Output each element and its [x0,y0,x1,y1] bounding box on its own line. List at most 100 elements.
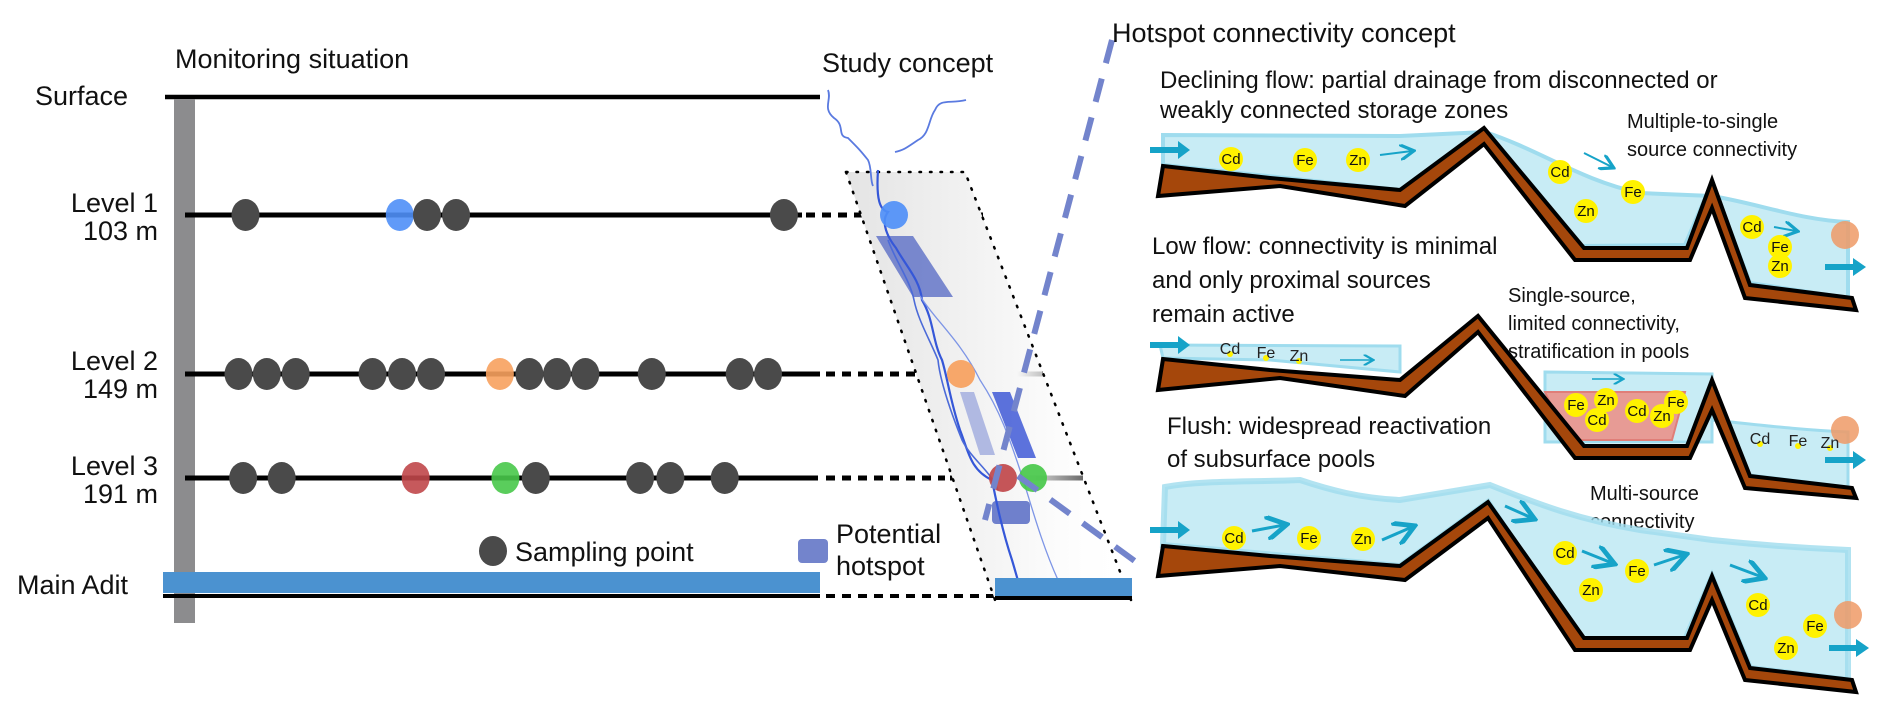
sampling-point-dark [754,358,783,390]
declining-note-2: source connectivity [1627,139,1797,161]
hotspot-panel: Hotspot connectivity concept Declining f… [1112,18,1869,695]
element-dot-cd [1625,399,1649,423]
element-dot-zn [1579,578,1603,602]
low-note-1: Single-source, [1508,285,1636,307]
declining-arrow-1 [1379,151,1412,155]
sampling-point-dark [252,358,281,390]
element-label-cd: Cd [1587,412,1606,429]
element-label-cd: Cd [1221,151,1240,168]
sampling-point-dark [358,358,387,390]
declining-caption-1: Declining flow: partial drainage from di… [1160,67,1718,94]
level-3-depth: 191 m [83,479,158,509]
level-3-label: Level 3 [71,451,158,481]
study-level-1-blue-point [880,201,908,229]
element-dot-fe [1768,235,1792,259]
element-dot-cd [1746,593,1770,617]
element-dot-zn [1574,199,1598,223]
flush-arrow-2 [1381,527,1412,540]
sampling-point-dark [515,358,544,390]
element-dot-cd [1740,215,1764,239]
declining-outflow-dot [1831,221,1859,249]
element-dot-zn [1768,254,1792,278]
sampling-point-dark [224,358,253,390]
declining-outflow-arrowhead [1853,258,1866,276]
low-caption-3: remain active [1152,301,1295,328]
main-adit-bar [163,572,820,593]
element-label-zn: Zn [1290,348,1309,365]
low-rock [1155,313,1860,501]
element-label-zn: Zn [1821,435,1840,452]
element-dot-fe [1795,443,1801,449]
declining-arrow-3 [1773,227,1796,231]
flush-caption-2: of subsurface pools [1167,446,1375,473]
element-label-cd: Cd [1550,164,1569,181]
flush-arrow-1 [1251,525,1284,531]
sampling-point-dark [417,358,445,390]
study-area-outline-left [844,170,997,602]
sampling-point-orange [485,358,514,390]
sampling-point-dark [231,199,260,231]
element-label-zn: Zn [1771,258,1789,275]
declining-rock [1155,125,1859,313]
zoom-connector-upper [982,39,1115,521]
hotspot-2b [992,392,1036,458]
element-label-cd: Cd [1220,341,1240,358]
sampling-point-dark [656,462,685,494]
low-note-2: limited connectivity, [1508,313,1680,335]
element-dot-zn [1774,636,1798,660]
monitoring-panel: Monitoring situation Surface Level 1 103… [17,44,1083,623]
element-label-cd: Cd [1750,431,1770,448]
element-label-fe: Fe [1789,433,1808,450]
level-1-label: Level 1 [71,188,158,218]
declining-inflow-arrowhead [1178,141,1190,159]
flush-outflow-dot [1834,601,1862,629]
element-label-zn: Zn [1349,152,1367,169]
legend-sampling-point-label: Sampling point [515,537,694,567]
low-outflow-dot [1831,416,1859,444]
study-adit-bar [995,578,1132,598]
element-dot-cd [1227,351,1233,357]
panel-declining-flow: Declining flow: partial drainage from di… [1150,67,1866,313]
element-dot-fe [1664,390,1688,414]
low-caption-1: Low flow: connectivity is minimal [1152,233,1497,260]
level-2-depth: 149 m [83,374,158,404]
level-2-points [224,358,783,390]
panel-flush: Flush: widespread reactivation of subsur… [1150,413,1869,695]
element-label-fe: Fe [1300,530,1318,547]
element-label-zn: Zn [1354,531,1372,548]
legend-sampling-point-icon [479,536,507,566]
element-label-fe: Fe [1667,394,1685,411]
study-title: Study concept [822,48,994,78]
hotspot-2a [960,392,995,455]
stream-branch-a [887,239,999,491]
flush-arrow-4 [1581,551,1612,563]
sampling-point-dark [725,358,754,390]
element-dot-fe [1564,393,1588,417]
element-label-fe: Fe [1567,397,1585,414]
element-label-cd: Cd [1742,219,1761,236]
element-dot-zn [1594,388,1618,412]
element-dot-fe [1803,614,1827,638]
element-dot-cd [1585,408,1609,432]
element-dot-fe [1297,526,1321,550]
sampling-point-dark [281,358,310,390]
declining-note-1: Multiple-to-single [1627,111,1778,133]
main-adit-label: Main Adit [17,570,129,600]
sampling-point-green [491,462,520,494]
element-label-cd: Cd [1748,597,1767,614]
level-2-label: Level 2 [71,346,158,376]
legend-hotspot-icon [798,539,828,563]
low-inflow-arrowhead [1178,336,1190,354]
legend-hotspot-label-2: hotspot [836,551,925,581]
sampling-point-dark [413,199,441,231]
flush-caption-1: Flush: widespread reactivation [1167,413,1491,440]
sampling-point-dark [267,462,296,494]
flush-inflow-arrowhead [1178,521,1190,539]
element-label-zn: Zn [1653,408,1671,425]
sampling-point-red [401,462,430,494]
element-label-zn: Zn [1777,640,1795,657]
element-dot-cd [1222,526,1246,550]
